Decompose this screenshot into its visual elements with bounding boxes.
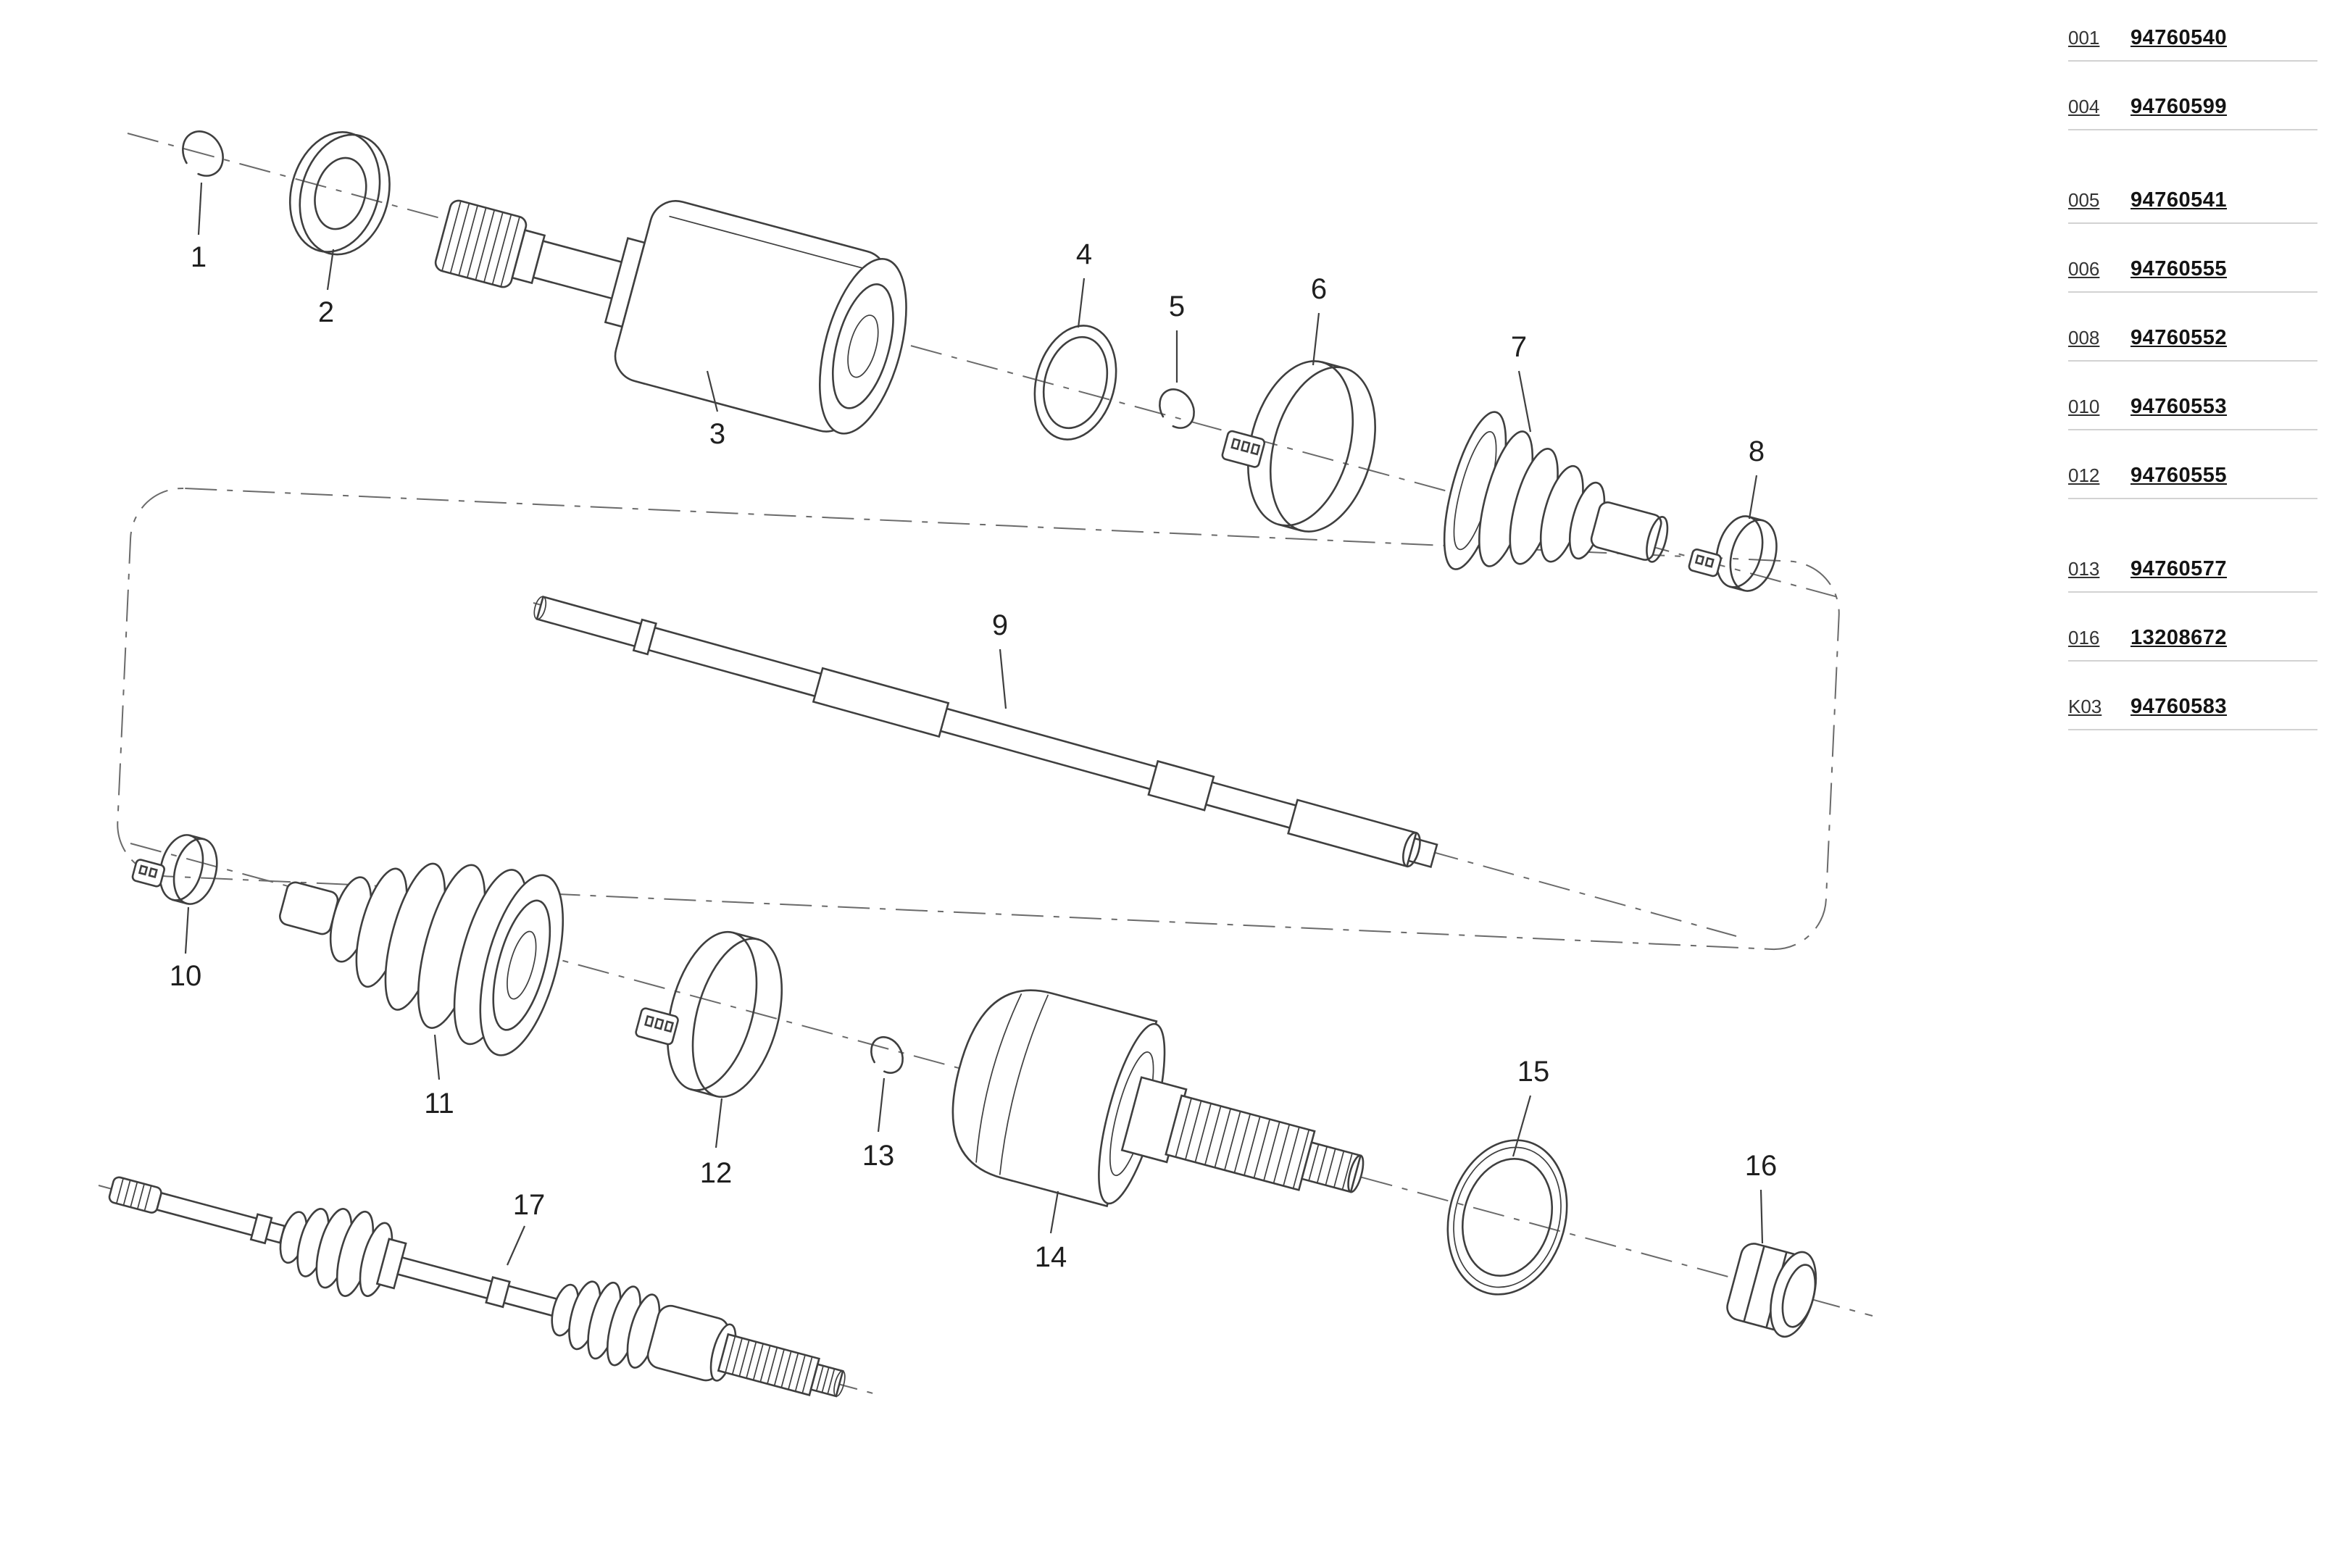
part-code-link[interactable]: 006	[2068, 258, 2100, 280]
parts-list-row: 006 94760555	[2068, 257, 2317, 293]
part-code-link[interactable]: 005	[2068, 189, 2100, 211]
callout-2: 2	[318, 296, 334, 328]
part-number-link[interactable]: 94760552	[2131, 326, 2228, 349]
parts-list-row: 001 94760540	[2068, 26, 2317, 62]
part-number-link[interactable]: 94760599	[2131, 95, 2228, 118]
part-12-boot-clamp-large	[635, 930, 783, 1098]
parts-list-row: K03 94760583	[2068, 695, 2317, 730]
part-number-link[interactable]: 13208672	[2131, 626, 2228, 649]
parts-list-table: 001 94760540 004 94760599 005 94760541 0…	[2068, 26, 2317, 730]
part-3-inner-joint-housing	[434, 199, 907, 435]
callout-4: 4	[1076, 238, 1092, 270]
part-11-cv-boot-large	[278, 862, 565, 1056]
callout-13: 13	[862, 1140, 895, 1172]
part-1-snap-ring	[182, 130, 224, 177]
callout-15: 15	[1517, 1056, 1550, 1088]
parts-list-row: 004 94760599	[2068, 95, 2317, 130]
callout-10: 10	[170, 960, 202, 992]
part-7-cv-boot	[1443, 411, 1669, 570]
part-code-link[interactable]: 010	[2068, 396, 2100, 417]
part-6-boot-clamp	[1221, 360, 1376, 533]
leader-lines	[184, 182, 1764, 1266]
part-code-link[interactable]: 013	[2068, 558, 2100, 580]
part-10-boot-clamp-small	[131, 834, 218, 905]
callout-5: 5	[1169, 291, 1185, 322]
callout-6: 6	[1311, 273, 1327, 305]
assembly-boundary-outline	[117, 487, 1840, 951]
callout-1: 1	[191, 241, 207, 273]
callout-9: 9	[992, 609, 1008, 641]
parts-list-row: 012 94760555	[2068, 464, 2317, 499]
callout-8: 8	[1749, 435, 1765, 467]
parts-list-row: 016 13208672	[2068, 626, 2317, 662]
part-number-link[interactable]: 94760553	[2131, 395, 2228, 418]
parts-list-row: 010 94760553	[2068, 395, 2317, 430]
callout-11: 11	[424, 1088, 454, 1119]
part-code-link[interactable]: 012	[2068, 464, 2100, 486]
parts-list-row: 013 94760577	[2068, 557, 2317, 593]
part-15-spacer-ring	[1446, 1139, 1568, 1296]
part-number-link[interactable]: 94760540	[2131, 26, 2228, 49]
parts-list-row: 008 94760552	[2068, 326, 2317, 362]
part-code-link[interactable]: 004	[2068, 96, 2100, 117]
part-code-link[interactable]: 016	[2068, 627, 2100, 649]
callout-3: 3	[709, 418, 725, 450]
part-number-link[interactable]: 94760555	[2131, 464, 2228, 487]
part-number-link[interactable]: 94760583	[2131, 695, 2228, 718]
callout-16: 16	[1745, 1150, 1778, 1182]
part-number-link[interactable]: 94760555	[2131, 257, 2228, 280]
part-2-washer	[288, 131, 391, 256]
callout-14: 14	[1035, 1241, 1067, 1273]
part-code-link[interactable]: K03	[2068, 696, 2102, 717]
part-17-axle-assembly	[108, 1176, 846, 1398]
part-5-snap-ring	[1159, 388, 1195, 429]
part-16-hex-nut	[1726, 1243, 1817, 1338]
part-number-link[interactable]: 94760541	[2131, 188, 2228, 212]
part-code-link[interactable]: 001	[2068, 27, 2100, 49]
part-9-axle-shaft	[533, 595, 1438, 869]
part-13-snap-ring	[870, 1036, 904, 1074]
part-number-link[interactable]: 94760577	[2131, 557, 2228, 580]
parts-list-row: 005 94760541	[2068, 188, 2317, 224]
part-code-link[interactable]: 008	[2068, 327, 2100, 349]
callout-17: 17	[513, 1189, 546, 1221]
callout-7: 7	[1511, 331, 1527, 363]
part-4-retaining-ring	[1033, 325, 1117, 441]
callout-12: 12	[700, 1157, 733, 1189]
part-14-outer-cv-joint	[951, 989, 1365, 1208]
part-8-boot-clamp-small	[1688, 515, 1778, 592]
